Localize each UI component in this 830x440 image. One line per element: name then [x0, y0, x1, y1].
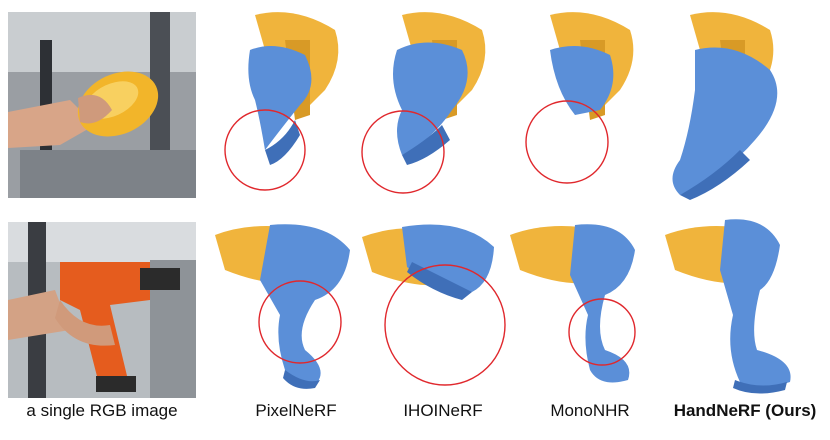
highlight-circle-mononhr-row2	[568, 298, 636, 366]
caption-input: a single RGB image	[26, 401, 178, 420]
input-photo-row1	[8, 12, 196, 198]
recon-mononhr-row1	[550, 12, 634, 120]
recon-pixelnerf-row2	[215, 224, 350, 389]
recon-handnerf-row1	[672, 12, 778, 200]
recon-ihoinerf-row1	[393, 12, 486, 165]
caption-ihoinerf: IHOINeRF	[403, 401, 483, 420]
highlight-circle-pixelnerf-row2	[258, 280, 342, 364]
caption-mononhr: MonoNHR	[550, 401, 630, 420]
recon-ihoinerf-row2	[362, 224, 494, 300]
recon-pixelnerf-row1	[248, 12, 339, 165]
highlight-circle-ihoinerf-row1	[361, 110, 445, 194]
input-photo-row2	[8, 222, 196, 398]
recon-handnerf-row2	[665, 219, 791, 394]
highlight-circle-mononhr-row1	[525, 100, 609, 184]
caption-handnerf: HandNeRF (Ours)	[673, 401, 817, 420]
highlight-circle-pixelnerf-row1	[224, 109, 306, 191]
highlight-circle-ihoinerf-row2	[384, 264, 506, 386]
caption-pixelnerf: PixelNeRF	[255, 401, 337, 420]
recon-mononhr-row2	[510, 224, 635, 383]
